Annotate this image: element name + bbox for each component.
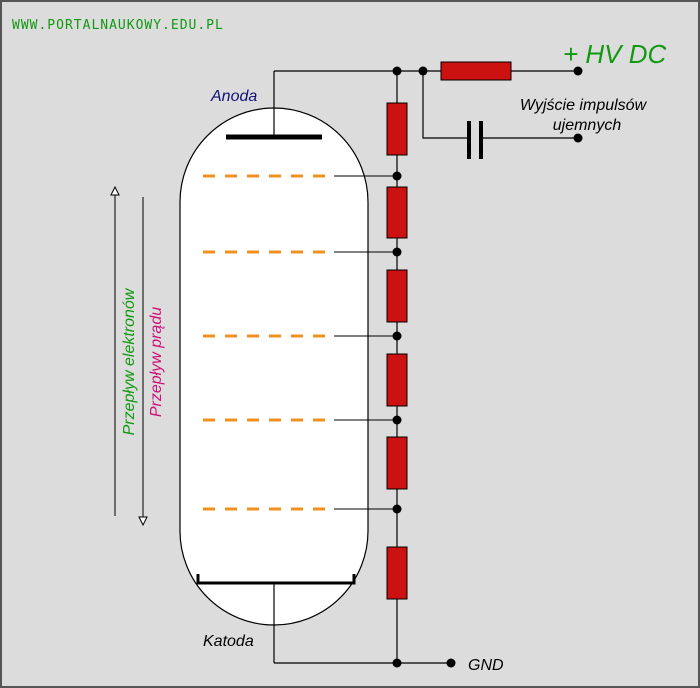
- current-flow-arrow: [138, 197, 148, 527]
- arrow-down-icon: [138, 516, 148, 527]
- junction-dot-icon: [392, 504, 402, 514]
- dynodes: [203, 174, 397, 511]
- resistor-icon: [386, 102, 408, 156]
- arrow-up-icon: [110, 185, 120, 196]
- tube-envelope: [179, 107, 369, 626]
- junction-dot-icon: [392, 331, 402, 341]
- resistor-icon: [386, 269, 408, 323]
- resistor-icon: [386, 186, 408, 239]
- resistor-icon: [386, 546, 408, 600]
- site-header: WWW.PORTALNAUKOWY.EDU.PL: [12, 18, 224, 33]
- junction-dot-icon: [392, 247, 402, 257]
- terminal-icon: [573, 66, 583, 76]
- capacitor-wire-left: [422, 71, 467, 139]
- junction-dot-icon: [418, 66, 428, 76]
- terminal-icon: [573, 133, 583, 143]
- output-label-line2: ujemnych: [553, 117, 622, 134]
- resistor-icon: [386, 436, 408, 490]
- gnd-label: GND: [468, 657, 504, 674]
- voltage-divider: [386, 102, 408, 600]
- cathode-label: Katoda: [203, 633, 254, 650]
- electron-flow-label: Przepływ elektronów: [121, 287, 138, 435]
- output-label-line1: Wyjście impulsów: [520, 97, 648, 114]
- capacitor-icon: [467, 121, 483, 159]
- terminal-icon: [446, 658, 456, 668]
- cathode-electrode: [196, 574, 356, 585]
- junction-dot-icon: [392, 415, 402, 425]
- resistor-icon: [440, 61, 512, 81]
- junction-dot-icon: [392, 66, 402, 76]
- anode-label: Anoda: [210, 88, 257, 105]
- junction-dot-icon: [392, 171, 402, 181]
- hv-label: + HV DC: [563, 39, 667, 69]
- junctions: [392, 66, 583, 668]
- current-flow-label: Przepływ prądu: [148, 307, 165, 417]
- electron-flow-arrow: [110, 185, 120, 516]
- junction-dot-icon: [392, 658, 402, 668]
- resistor-icon: [386, 353, 408, 407]
